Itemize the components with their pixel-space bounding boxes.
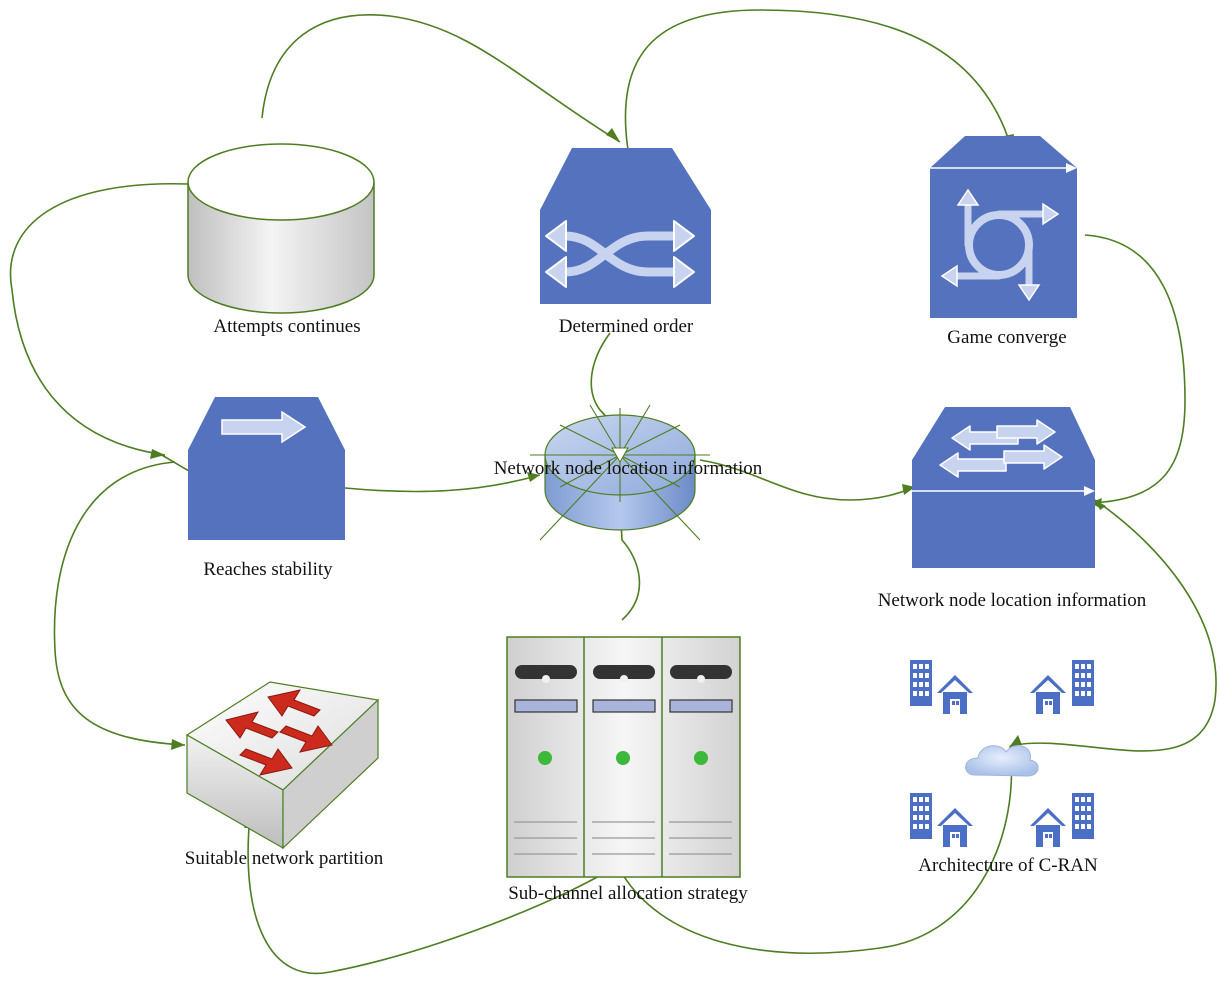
suitable-network-partition-label: Suitable network partition (184, 848, 384, 869)
right-node-label: Network node location information (877, 590, 1147, 611)
arrowhead (171, 739, 185, 750)
building-icon (1072, 793, 1094, 839)
connector-subchannel-to-partition (247, 814, 611, 975)
cross-connect-icon (540, 148, 711, 304)
arrowhead (1095, 500, 1106, 510)
arrowhead (902, 484, 915, 495)
connector-reaches-to-center (344, 474, 541, 493)
building-icon (1072, 660, 1094, 706)
arrowhead (527, 472, 540, 482)
reaches-stability-label: Reaches stability (203, 559, 333, 580)
house-icon (1030, 808, 1066, 847)
cran-architecture-label: Architecture of C-RAN (918, 855, 1098, 876)
attempts-continues-label: Attempts continues (213, 316, 361, 337)
arrowhead (1010, 735, 1022, 746)
connector-cran-to-subchannel (619, 745, 1013, 954)
center-node-label: Network node location information (493, 458, 763, 479)
connector-reaches-to-partition (53, 461, 186, 746)
forward-switch-icon (188, 397, 345, 540)
building-icon (910, 660, 932, 706)
connector-cran-to-right-node (1009, 499, 1217, 752)
connector-game-to-right-node (1084, 234, 1186, 504)
server-rack-icon (506, 636, 741, 878)
sub-channel-allocation-label: Sub-channel allocation strategy (508, 883, 748, 904)
connector-subchannel-to-center (619, 501, 641, 621)
determined-order-label: Determined order (558, 316, 694, 337)
layer-switch-icon (912, 407, 1095, 568)
connector-center-to-right-node (699, 459, 916, 501)
rotation-icon (930, 136, 1077, 318)
database-cylinder-icon (187, 143, 375, 314)
network-switch-icon (185, 681, 380, 850)
connector-attempts-to-reaches (9, 182, 189, 456)
game-converge-label: Game converge (947, 327, 1067, 348)
arrowhead (606, 128, 620, 142)
house-icon (1030, 675, 1066, 714)
house-icon (937, 675, 973, 714)
cloud-icon (965, 745, 1039, 777)
arrowhead (150, 449, 165, 459)
house-icon (937, 808, 973, 847)
building-icon (910, 793, 932, 839)
connector-attempts-to-determined (261, 14, 621, 143)
connectors (9, 9, 1217, 975)
connector-determined-to-game (624, 9, 1013, 151)
cran-architecture-icon (910, 660, 1094, 847)
router-icon (530, 404, 710, 541)
